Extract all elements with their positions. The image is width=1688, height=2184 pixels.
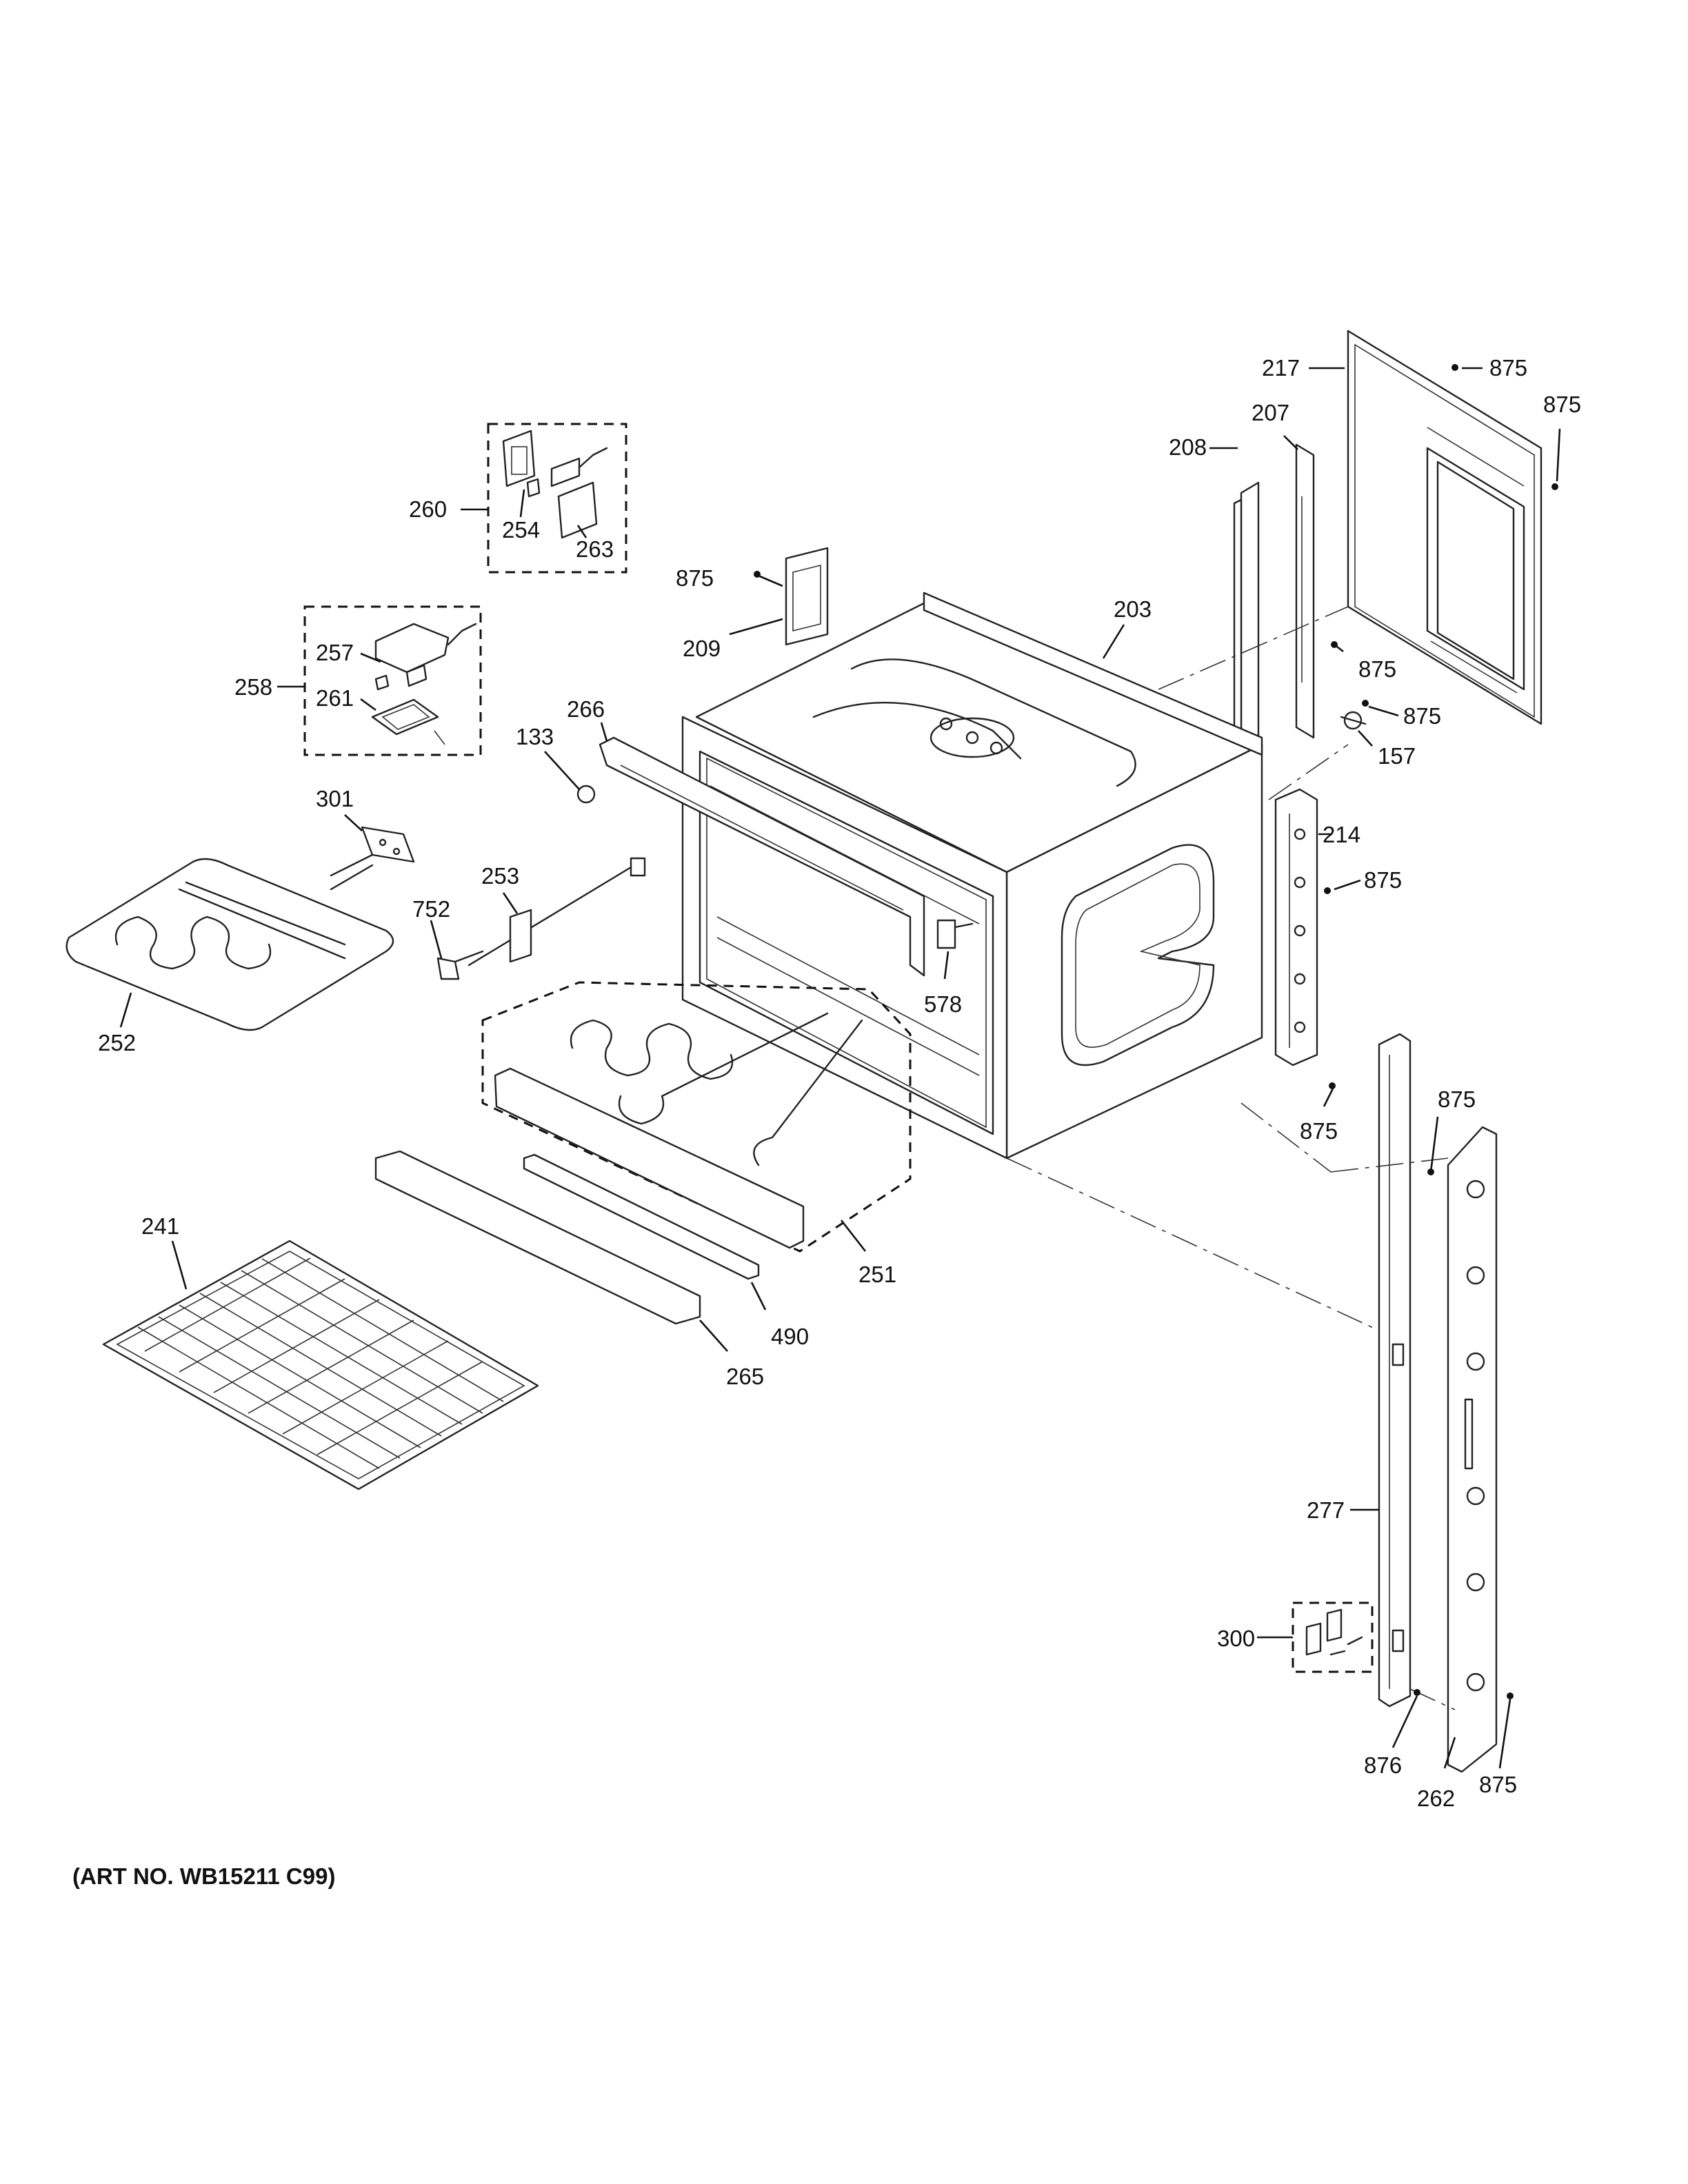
callout-876: 876 — [1364, 1752, 1402, 1778]
callout-157: 157 — [1378, 743, 1416, 769]
trim-490 — [523, 1153, 760, 1280]
kit-group-260 — [487, 423, 627, 574]
alignment-lines — [1006, 606, 1456, 1710]
callout-208: 208 — [1169, 434, 1207, 460]
callout-300: 300 — [1217, 1626, 1255, 1651]
callout-261: 261 — [316, 685, 354, 711]
art-number: (ART NO. WB15211 C99) — [72, 1863, 335, 1889]
screw-752 — [436, 950, 484, 980]
bake-element-kit-251 — [481, 981, 912, 1253]
callout-301: 301 — [316, 786, 354, 811]
callout-752: 752 — [412, 896, 450, 922]
callout-251: 251 — [858, 1262, 896, 1287]
callout-875: 875 — [1364, 867, 1402, 893]
callout-875: 875 — [1358, 656, 1396, 682]
hinge-kit-300 — [1292, 1601, 1374, 1673]
lamp-578 — [936, 919, 974, 949]
bracket-209 — [785, 547, 829, 646]
side-rail-277 — [1378, 1033, 1411, 1708]
callout-875: 875 — [1489, 355, 1527, 381]
callout-875: 875 — [1300, 1118, 1338, 1144]
callout-263: 263 — [576, 536, 614, 562]
callout-260: 260 — [409, 496, 447, 522]
callout-265: 265 — [726, 1364, 764, 1389]
callout-209: 209 — [683, 636, 721, 661]
side-strip-208 — [1233, 481, 1260, 774]
callout-262: 262 — [1417, 1786, 1455, 1811]
side-strip-207 — [1295, 443, 1315, 739]
callout-875: 875 — [1403, 703, 1441, 729]
callout-217: 217 — [1262, 355, 1300, 381]
callout-875: 875 — [1543, 392, 1581, 417]
temp-probe-253 — [468, 857, 646, 967]
retainer-301 — [361, 826, 415, 863]
oven-rack-241 — [102, 1240, 539, 1490]
callout-252: 252 — [98, 1030, 136, 1055]
callout-490: 490 — [771, 1324, 809, 1349]
side-rail-262 — [1447, 1126, 1498, 1773]
callout-241: 241 — [141, 1213, 179, 1239]
callout-254: 254 — [502, 517, 540, 543]
callout-203: 203 — [1114, 596, 1152, 622]
callout-875: 875 — [676, 565, 714, 591]
callout-277: 277 — [1307, 1497, 1345, 1523]
plug-133 — [576, 785, 596, 804]
leader-lines — [119, 367, 1561, 1769]
sensor-157 — [1331, 641, 1369, 730]
front-trim-266 — [599, 736, 925, 977]
callout-257: 257 — [316, 640, 354, 665]
callout-875: 875 — [1438, 1086, 1476, 1112]
front-trim-265 — [374, 1150, 701, 1325]
broil-element-252 — [66, 853, 394, 1031]
callout-207: 207 — [1252, 400, 1289, 425]
callout-253: 253 — [481, 863, 519, 889]
callout-266: 266 — [567, 696, 605, 722]
callout-133: 133 — [516, 724, 554, 749]
callout-258: 258 — [234, 674, 272, 700]
kit-group-258 — [303, 605, 482, 756]
oven-cavity-203 — [681, 592, 1263, 1160]
side-vent-214 — [1274, 788, 1318, 1066]
callout-578: 578 — [924, 991, 962, 1017]
callout-214: 214 — [1323, 822, 1360, 847]
rear-panel-217 — [1347, 330, 1558, 725]
callout-875: 875 — [1479, 1772, 1517, 1797]
callout-labels: 217 875 875 207 208 203 875 209 875 875 … — [72, 355, 1581, 1889]
